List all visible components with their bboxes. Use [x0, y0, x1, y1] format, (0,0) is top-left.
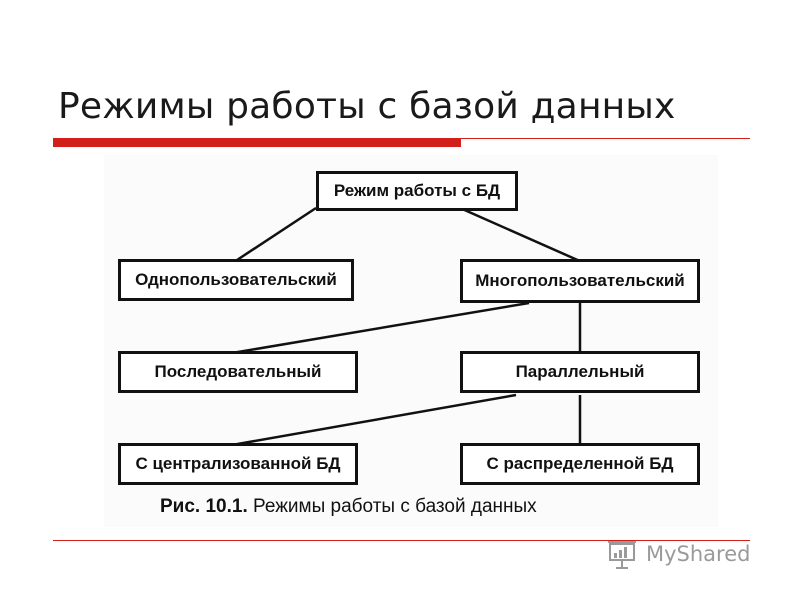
watermark-text: MyShared	[646, 542, 751, 566]
figure-caption-label: Рис. 10.1.	[160, 496, 248, 517]
connector-multi-sequential	[231, 301, 530, 355]
slide-title: Режимы работы с базой данных	[58, 86, 676, 127]
node-multi-user: Многопользовательский	[460, 259, 700, 303]
node-parallel: Параллельный	[460, 351, 700, 393]
figure-caption: Рис. 10.1. Режимы работы с базой данных	[160, 496, 537, 518]
connector-parallel-centralized	[231, 393, 517, 447]
connector-root-multi	[459, 206, 583, 264]
node-distributed: С распределенной БД	[460, 443, 700, 485]
connector-root-single	[233, 206, 317, 264]
node-single-user: Однопользовательский	[118, 259, 354, 301]
diagram-connectors	[231, 206, 583, 447]
diagram-figure: Режим работы с БД Однопользовательский М…	[104, 155, 718, 527]
watermark: MyShared	[606, 537, 750, 571]
presentation-board-icon	[608, 541, 636, 569]
footer-rule	[53, 540, 750, 541]
node-sequential: Последовательный	[118, 351, 358, 393]
title-underline-thick	[53, 138, 461, 147]
title-underline-thin	[461, 138, 750, 139]
node-root: Режим работы с БД	[316, 171, 518, 211]
node-centralized: С централизованной БД	[118, 443, 358, 485]
figure-caption-text: Режимы работы с базой данных	[253, 496, 537, 517]
